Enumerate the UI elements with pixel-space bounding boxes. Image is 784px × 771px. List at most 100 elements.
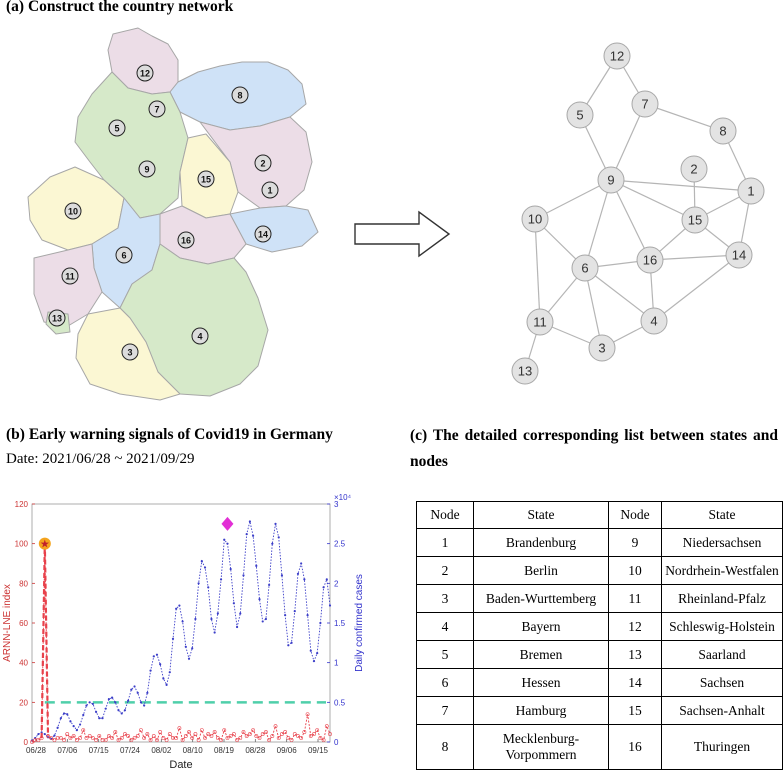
table-cell: Sachsen-Anhalt [661,696,783,725]
index-point [129,738,134,742]
network-node-16: 16 [636,246,664,274]
map-node-label: 3 [127,348,132,358]
index-point [167,732,172,736]
index-point [219,738,223,742]
table-cell: Schleswig-Holstein [661,612,783,641]
index-point [254,734,259,738]
table-cell: 8 [416,724,474,770]
network-edge [610,179,651,261]
cases-point [290,641,293,644]
cases-point [136,691,139,694]
index-point [142,736,147,740]
network-edge [649,254,740,261]
network-node-label: 14 [732,248,746,263]
index-point [247,732,252,736]
network-edge [610,179,696,221]
index-point [132,736,137,740]
cases-point [300,562,303,565]
y2-axis-label: Daily confirmed cases [354,574,365,672]
network-edge [584,267,603,349]
index-point [113,730,118,734]
network-edge [534,218,541,323]
cases-point [316,652,319,655]
cases-point [162,677,165,680]
network-edge [610,103,646,181]
cases-point [271,542,274,545]
cases-point [258,598,261,601]
map-node-label: 1 [267,186,272,196]
map-node-label: 4 [197,332,202,342]
network-node-7: 7 [631,90,659,118]
index-point [126,734,131,738]
table-cell: Hessen [473,668,609,697]
index-point [78,736,82,740]
table-cell: Niedersachsen [661,528,783,557]
map-node-label: 12 [140,69,150,79]
y-tick-label: 40 [19,659,28,668]
table-cell: Hamburg [473,696,609,725]
index-point [238,736,243,740]
cases-point [274,522,277,525]
cases-point [53,734,56,737]
table-cell: Baden-Wurttemberg [473,584,609,613]
table-cell: Berlin [473,556,609,585]
map-node-8: 8 [231,86,249,104]
network-node-10: 10 [521,205,549,233]
cases-point [98,717,101,720]
cases-point [101,717,104,720]
cases-point [216,612,219,615]
cases-point [277,536,280,539]
index-point [244,734,249,738]
cases-point [296,572,300,575]
network-edge [644,103,724,132]
index-point [36,738,41,742]
y2-multiplier: ×10⁴ [334,493,352,502]
cases-point [235,625,239,629]
table-header: State [661,501,783,529]
cases-point [43,732,46,736]
map-node-2: 2 [254,154,272,172]
cases-point [280,574,284,577]
map-node-label: 8 [237,91,242,101]
map-node-5: 5 [108,119,126,137]
cases-point [328,604,332,607]
cases-point [120,712,123,715]
cases-point [114,701,117,704]
index-point [30,740,34,744]
network-node-label: 1 [747,184,754,199]
table-header-row: Node State Node State [416,501,783,529]
table-cell: Rheinland-Pfalz [661,584,783,613]
cases-point [306,613,309,617]
index-point [324,724,329,729]
cases-point [194,617,197,621]
cases-point [303,578,306,581]
x-tick-label: 08/19 [214,746,235,755]
index-point [231,732,236,736]
warning-marker [38,537,51,550]
table-cell: 5 [416,640,474,669]
cases-point [149,669,152,672]
index-point [183,734,188,738]
index-point [58,736,63,740]
table-cell: 12 [608,612,662,641]
cases-point [72,725,75,728]
cases-point [213,631,216,634]
y-axis-label: ARNN-LNE index [2,584,13,662]
map-node-label: 15 [201,175,211,185]
index-point [135,734,140,738]
cases-point [107,698,111,701]
index-point [270,734,275,738]
cases-point [178,604,181,607]
index-point [164,738,169,742]
network-node-2: 2 [680,155,708,183]
index-point [260,732,265,736]
cases-point [75,729,78,732]
index-point [228,734,233,738]
index-point [190,736,195,740]
network-node-label: 3 [598,341,605,356]
network-node-label: 11 [533,315,547,330]
map-node-label: 10 [68,207,78,217]
table-cell: 2 [416,556,474,585]
